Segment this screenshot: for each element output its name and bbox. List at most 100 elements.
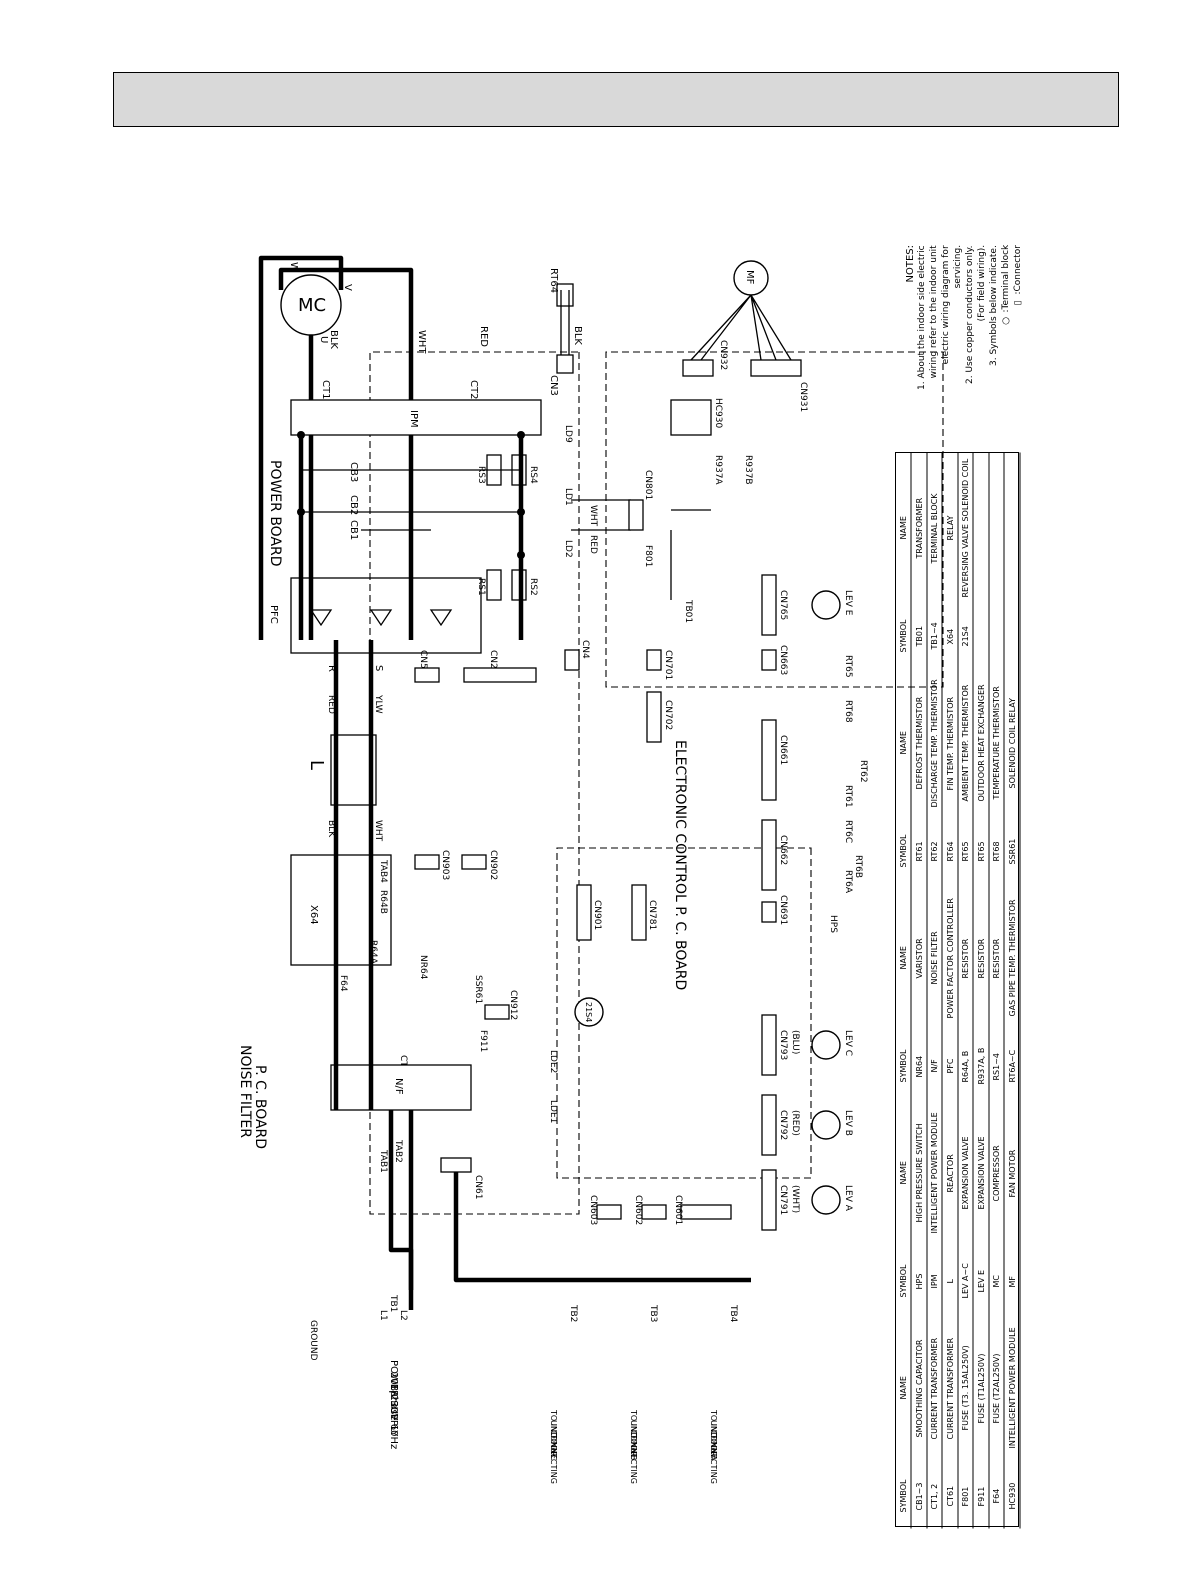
label-r64b: R64B: [378, 890, 388, 914]
label-tab2: TAB2: [393, 1139, 403, 1163]
label-cn791: CN791: [778, 1185, 788, 1215]
cn781-connector: [631, 884, 647, 941]
label-reactor-wht: WHT: [373, 820, 383, 842]
label-cb2: CB2: [348, 495, 359, 515]
label-to-indoor-a: TO INDOOR: [709, 1409, 718, 1457]
label-rs4: RS4: [528, 466, 538, 484]
legend-header-name: NAME: [896, 1313, 912, 1464]
label-v-wht: WHT: [416, 330, 427, 354]
label-cn4: CN4: [580, 640, 590, 659]
power-board-outline: [605, 351, 944, 688]
label-unit-b: UNIT No.B: [629, 1420, 638, 1460]
notes-line: electric wiring diagram for: [941, 245, 951, 373]
hc930-module: [670, 399, 712, 436]
label-power-supply: POWER SUPPLY: [388, 1360, 399, 1437]
legend-symbol: LEV A~C: [958, 1248, 974, 1313]
label-ld9: LD9: [563, 425, 573, 443]
cn61-connector: [440, 1157, 472, 1173]
label-ld2: LD2: [563, 540, 573, 558]
ld-wiring: [571, 499, 631, 531]
legend-name: [989, 453, 1005, 604]
lev-a: [811, 1185, 841, 1215]
cn663-connector: [761, 649, 777, 671]
mf-wiring: [690, 294, 792, 361]
legend-name: FUSE (T1AL250V): [973, 1313, 989, 1464]
lev-c: [811, 1030, 841, 1060]
legend-symbol: L: [942, 1248, 958, 1313]
legend-symbol: HC930: [1004, 1463, 1020, 1528]
label-cb3: CB3: [348, 462, 359, 482]
pfc-diodes: [309, 609, 453, 627]
indoor-bus: [453, 1172, 751, 1283]
label-hc930: HC930: [713, 398, 723, 429]
legend-symbol: N/F: [927, 1033, 943, 1098]
x64-relay: [290, 854, 392, 966]
legend-symbol: HPS: [911, 1248, 927, 1313]
legend-symbol: PFC: [942, 1033, 958, 1098]
legend-header-name: NAME: [896, 668, 912, 819]
label-power-board: POWER BOARD: [267, 460, 283, 567]
cn902-connector: [461, 854, 487, 870]
rs4-resistor: [511, 454, 527, 486]
label-hps: HPS: [828, 915, 838, 933]
label-rt68: RT68: [843, 700, 853, 723]
label-lev-c: LEV C: [843, 1030, 853, 1056]
label-ground: GROUND: [308, 1320, 318, 1361]
cn601-connector: [680, 1204, 732, 1220]
legend-name: FUSE (T2AL250V): [989, 1313, 1005, 1464]
legend-name: SOLENOID COIL RELAY: [1004, 668, 1020, 819]
label-cn661: CN661: [778, 735, 788, 765]
legend-name: TERMINAL BLOCK: [927, 453, 943, 604]
notes-block: NOTES: 1. About the indoor side electric…: [905, 245, 1035, 450]
legend-name: [973, 453, 989, 604]
label-tb4: TB4: [728, 1304, 738, 1323]
legend-symbol: X64: [942, 603, 958, 668]
wire-w: [278, 267, 414, 640]
label-tab4: TAB4: [378, 859, 388, 883]
legend-name: RESISTOR: [973, 883, 989, 1034]
label-rt6a: RT6A: [843, 870, 853, 894]
label-cn902: CN902: [488, 850, 498, 880]
label-cn903: CN903: [440, 850, 450, 880]
label-cn931: CN931: [798, 382, 808, 412]
label-cn662: CN662: [778, 835, 788, 865]
label-mc: MC: [298, 295, 326, 316]
label-pfc: PFC: [268, 605, 279, 624]
legend-name: HIGH PRESSURE SWITCH: [911, 1098, 927, 1249]
legend-symbol: TB01: [911, 603, 927, 668]
rs3-resistor: [486, 454, 502, 486]
cn701-connector: [646, 649, 662, 671]
label-cn691: CN691: [778, 895, 788, 925]
label-cn765: CN765: [778, 590, 788, 620]
label-power-supply-phase: 1phase 60Hz: [388, 1384, 399, 1449]
legend-symbol: R64A, B: [958, 1033, 974, 1098]
label-r: R: [326, 665, 337, 672]
legend-symbol: [1004, 603, 1020, 668]
legend-name: NOISE FILTER: [927, 883, 943, 1034]
label-rt64: RT64: [548, 268, 559, 293]
legend-name: OUTDOOR HEAT EXCHANGER: [973, 668, 989, 819]
legend-symbol: F801: [958, 1463, 974, 1528]
label-rt61: RT61: [843, 785, 853, 808]
legend-name: TEMPERATURE THERMISTOR: [989, 668, 1005, 819]
label-cn663: CN663: [778, 645, 788, 675]
legend-name: AMBIENT TEMP. THERMISTOR: [958, 668, 974, 819]
legend-name: COMPRESSOR: [989, 1098, 1005, 1249]
label-reactor-ylw: YLW: [373, 694, 383, 714]
cn931-connector: [750, 359, 802, 377]
cn3-connector: [556, 354, 574, 374]
legend-name: FUSE (T3. 15AL250V): [958, 1313, 974, 1464]
label-cn912: CN912: [508, 990, 518, 1020]
ipm-module: [290, 399, 542, 436]
rs1-resistor: [486, 569, 502, 601]
noise-filter-board-outline: [556, 847, 812, 1179]
label-cn61: CN61: [473, 1175, 483, 1199]
legend-symbol: RT64: [942, 818, 958, 883]
label-reactor-l: L: [306, 760, 327, 770]
cn912-connector: [484, 1004, 510, 1020]
label-cn2: CN2: [488, 650, 498, 669]
label-tb2: TB2: [568, 1304, 578, 1322]
legend-name: DISCHARGE TEMP. THERMISTOR: [927, 668, 943, 819]
label-cn792: CN792: [778, 1110, 788, 1140]
